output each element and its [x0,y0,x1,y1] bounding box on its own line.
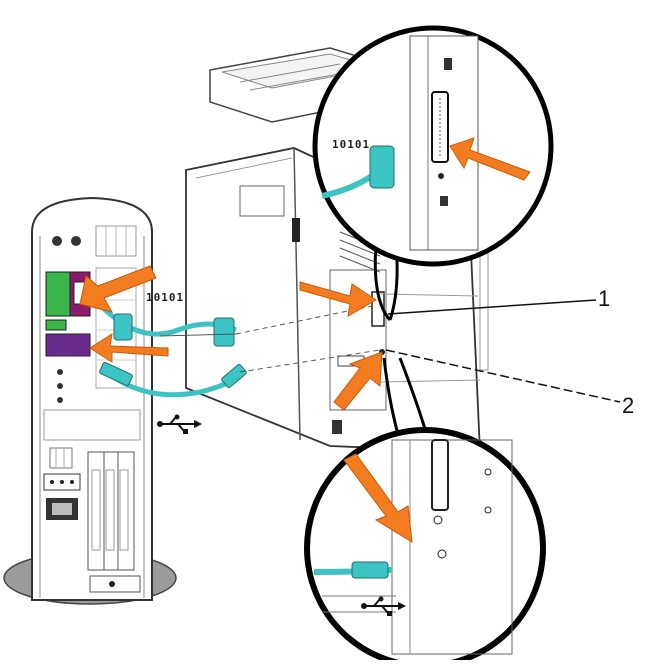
orange-arrow-icon [79,265,157,313]
callout-label-2: 2 [622,393,635,418]
usb-cable [99,361,247,398]
orange-arrow-icon [299,281,377,317]
guide-lines [159,305,381,373]
parallel-data-label: 10101 [146,291,185,304]
callout-2-leader [385,349,621,403]
parallel-data-label-zoom: 10101 [332,138,371,151]
tower-button-2 [71,236,81,246]
orange-arrow-icon [89,332,169,363]
usb-connector-pc [99,361,133,387]
usb-icon [156,413,203,435]
orange-arrow-icon [343,453,413,543]
port-purple [45,333,91,357]
orange-arrow-icon [333,351,383,411]
parallel-connector-pc [113,313,133,341]
tower-button-1 [52,236,62,246]
parallel-cable [98,303,238,347]
callout-label-1: 1 [598,286,611,311]
zoom-usb-plug [351,561,389,579]
callout-1-leader [387,299,597,315]
parallel-connector-printer [213,317,235,347]
zoom-usb-parallel-socket [431,439,449,511]
port-green [45,271,71,317]
orange-arrow-icon [449,137,531,181]
zoom-parallel-plug [369,145,395,189]
usb-connector-printer [221,364,247,388]
computer-tower [3,196,177,605]
zoom-usb-socket [437,549,447,559]
